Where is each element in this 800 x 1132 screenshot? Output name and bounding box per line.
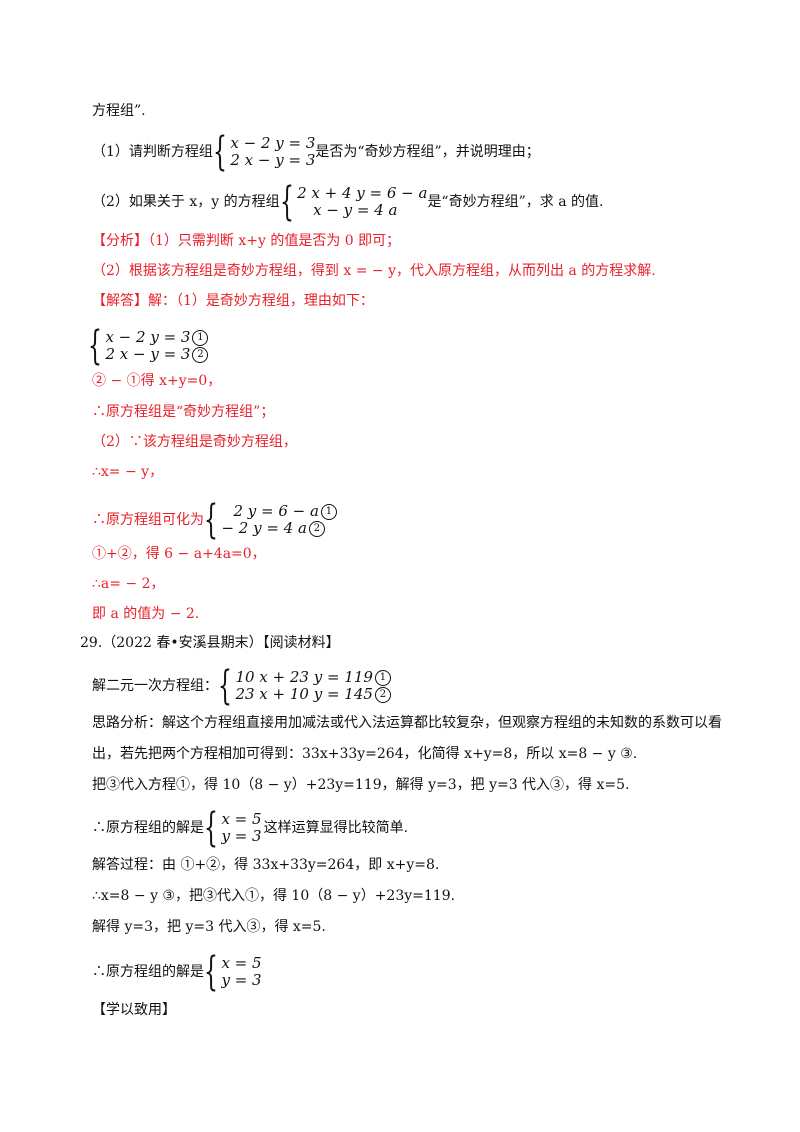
- equation: 23 x + 10 y = 145: [235, 685, 373, 703]
- text-span: 是“奇妙方程组”，求 a 的值.: [427, 194, 604, 210]
- equation: y = 3: [221, 827, 262, 845]
- problem-29-heading: 29.（2022 春•安溪县期末）【阅读材料】: [80, 635, 340, 651]
- analysis-1: 【分析】（1）只需判断 x+y 的值是否为 0 即可；: [92, 233, 401, 249]
- text-line: 方程组”.: [92, 103, 146, 119]
- circle-1-icon: 1: [320, 504, 337, 520]
- circle-2-icon: 2: [192, 347, 209, 363]
- step-6: ①+②，得 6 − a+4a=0，: [92, 546, 266, 562]
- answer-1: 【解答】解：（1）是奇妙方程组，理由如下：: [92, 293, 374, 309]
- circle-1-icon: 1: [374, 670, 391, 686]
- circle-2-icon: 2: [374, 687, 391, 703]
- equation: − 2 y = 4 a: [221, 519, 307, 537]
- circle-1-icon: 1: [192, 330, 209, 346]
- analysis-2: （2）根据该方程组是奇妙方程组，得到 x = − y，代入原方程组，从而列出 a…: [92, 263, 656, 279]
- equation: x = 5: [221, 954, 262, 972]
- text-span: ∴原方程组的解是: [92, 964, 204, 980]
- learn-heading: 【学以致用】: [92, 1002, 176, 1018]
- step-3: （2）∵该方程组是奇妙方程组，: [92, 434, 297, 450]
- equation: 2 x + 4 y = 6 − a: [297, 184, 428, 202]
- text-span: （1）请判断方程组: [92, 144, 213, 160]
- equation: x − 2 y = 3: [230, 134, 316, 152]
- step-7: ∴a= − 2，: [92, 576, 165, 592]
- idea-1: 思路分析：解这个方程组直接用加减法或代入法运算都比较复杂，但观察方程组的未知数的…: [92, 715, 722, 731]
- idea-3: 把③代入方程①，得 10（8 − y）+23y=119，解得 y=3，把 y=3…: [92, 777, 630, 793]
- step-1: ② − ①得 x+y=0，: [92, 373, 222, 389]
- process-2: ∴x=8 − y ③，把③代入①，得 10（8 − y）+23y=119.: [92, 888, 456, 904]
- text-span: ∴原方程组可化为: [92, 512, 204, 528]
- process-3: 解得 y=3，把 y=3 代入③，得 x=5.: [92, 919, 326, 935]
- circle-2-icon: 2: [308, 521, 325, 537]
- equation: y = 3: [221, 971, 262, 989]
- equation: 2 x − y = 3: [105, 345, 191, 363]
- text-span: 是否为“奇妙方程组”，并说明理由；: [315, 144, 540, 160]
- text-span: ∴原方程组的解是: [92, 820, 204, 836]
- step-4: ∴x= − y，: [92, 464, 164, 480]
- equation: x = 5: [221, 810, 262, 828]
- text-span: 解二元一次方程组：: [92, 678, 218, 694]
- equation: x − y = 4 a: [313, 201, 398, 219]
- text-span: 这样运算显得比较简单.: [263, 820, 409, 836]
- equation: 2 x − y = 3: [230, 151, 316, 169]
- step-8: 即 a 的值为 − 2.: [92, 606, 200, 622]
- process-1: 解答过程：由 ①+②，得 33x+33y=264，即 x+y=8.: [92, 857, 440, 873]
- equation: 2 y = 6 − a: [233, 502, 319, 520]
- equation: x − 2 y = 3: [105, 328, 191, 346]
- text-span: （2）如果关于 x，y 的方程组: [92, 194, 280, 210]
- equation: 10 x + 23 y = 119: [235, 668, 373, 686]
- step-2: ∴原方程组是“奇妙方程组”；: [92, 404, 275, 420]
- idea-2: 出，若先把两个方程相加可得到：33x+33y=264，化简得 x+y=8，所以 …: [92, 746, 638, 762]
